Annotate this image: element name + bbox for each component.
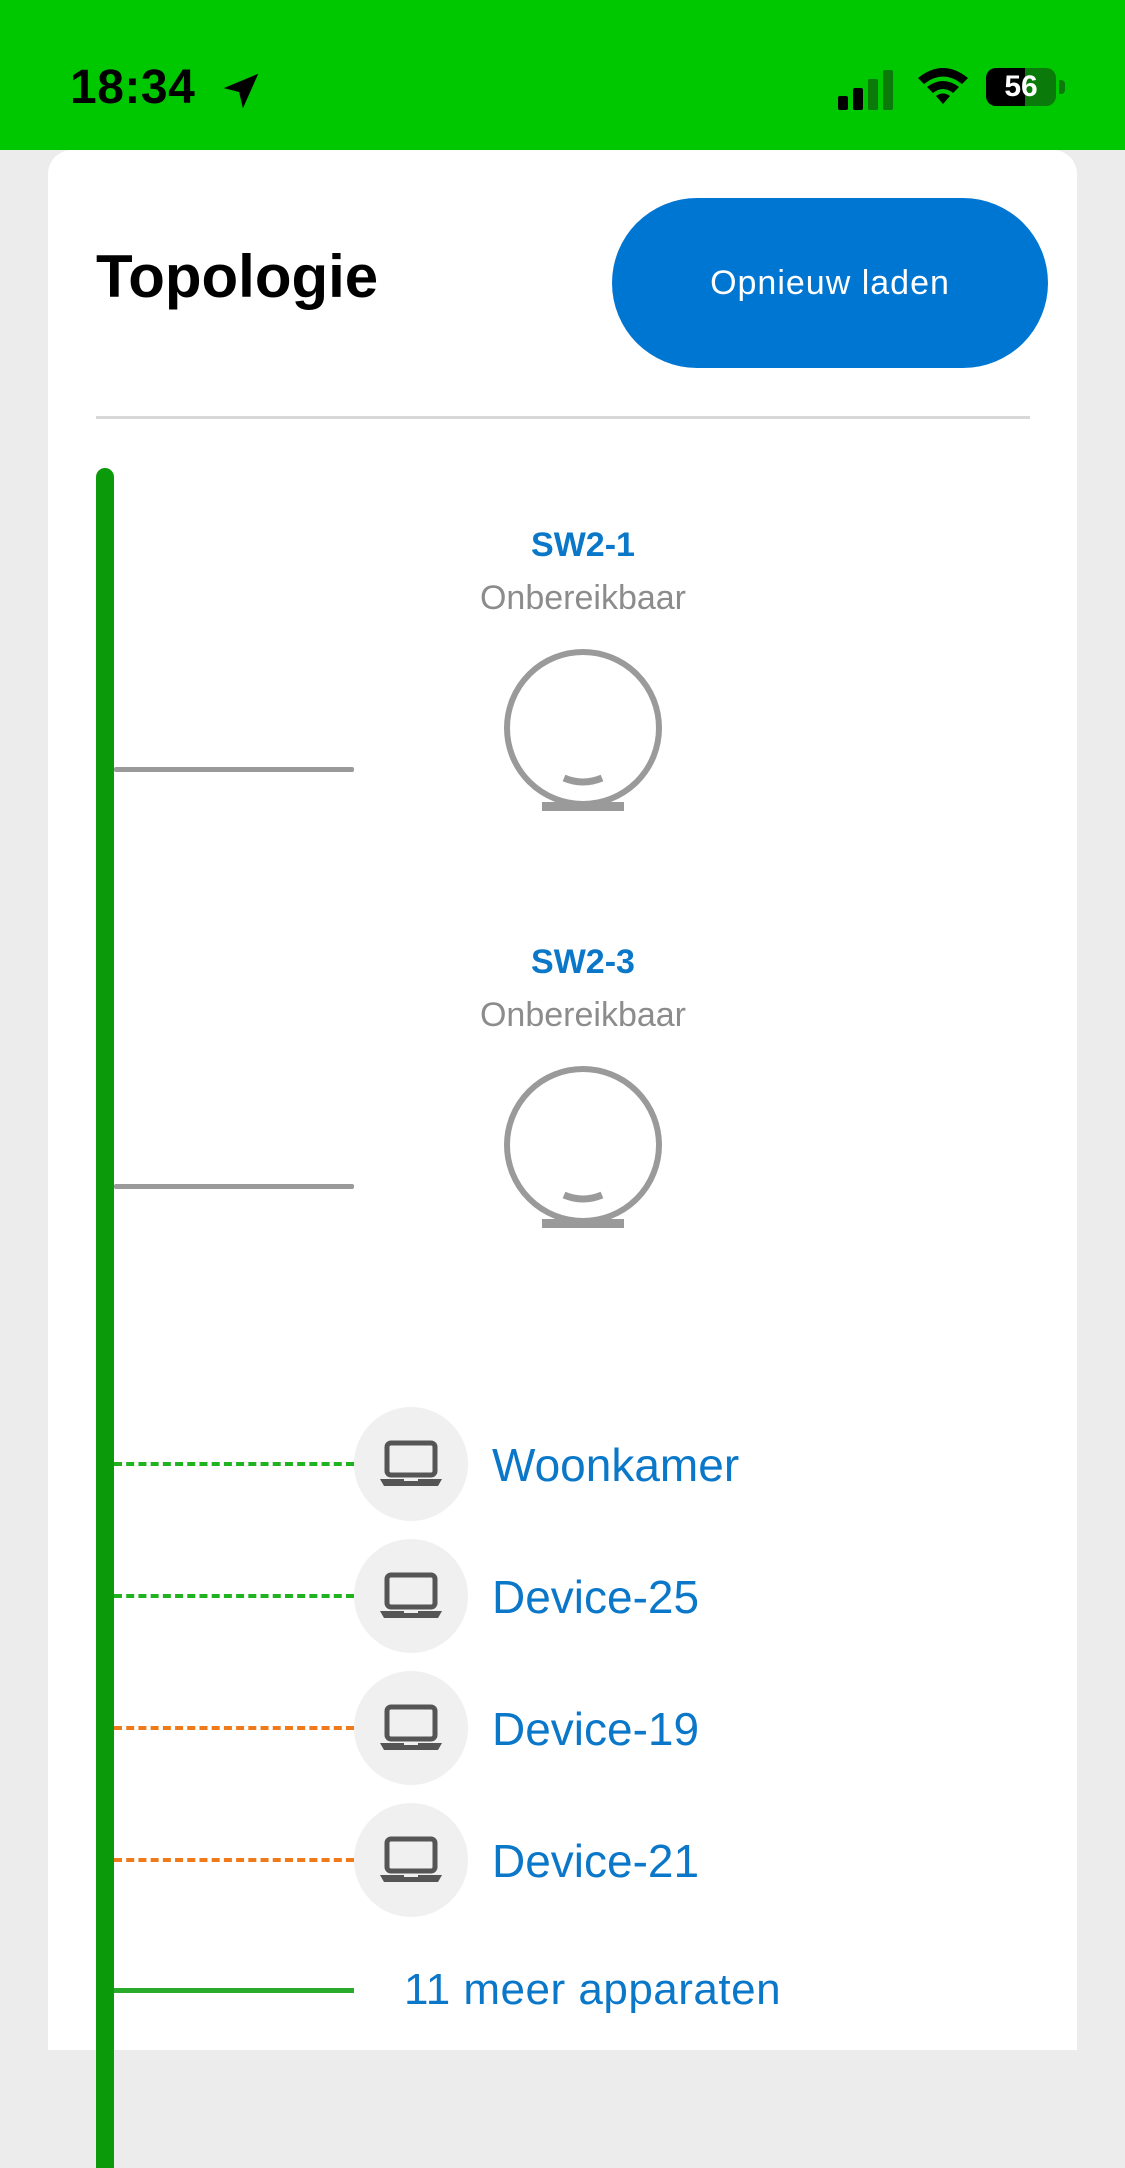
device-link-line <box>114 1858 354 1862</box>
location-arrow-icon <box>223 73 259 109</box>
page-title: Topologie <box>96 243 379 310</box>
access-point-icon <box>504 1066 662 1228</box>
network-trunk-line <box>96 468 114 2168</box>
device-icon-circle[interactable] <box>354 1407 468 1521</box>
node-name: SW2-1 <box>531 526 635 564</box>
device-link-line <box>114 1594 354 1598</box>
device-name-link[interactable]: Device-19 <box>492 1703 700 1755</box>
node-sw2-3[interactable]: SW2-3 Onbereikbaar <box>388 943 778 1243</box>
laptop-icon <box>380 1572 442 1618</box>
device-name-link[interactable]: Device-21 <box>492 1835 700 1887</box>
device-name-link[interactable]: Device-25 <box>492 1571 700 1623</box>
access-point-icon <box>504 649 662 811</box>
status-time: 18:34 <box>70 61 196 114</box>
node-connection-line <box>114 1184 354 1189</box>
battery-percentage: 56 <box>1004 70 1038 103</box>
more-devices-line <box>114 1988 354 1993</box>
device-icon-circle[interactable] <box>354 1671 468 1785</box>
more-devices-link[interactable]: 11 meer apparaten <box>404 1965 782 2014</box>
topology-card: Topologie Opnieuw laden SW2-1 Onbereikba… <box>48 150 1077 2168</box>
laptop-icon <box>380 1836 442 1882</box>
header-divider <box>96 416 1030 419</box>
laptop-icon <box>380 1440 442 1486</box>
device-icon-circle[interactable] <box>354 1803 468 1917</box>
wifi-icon <box>918 68 968 104</box>
device-link-line <box>114 1462 354 1466</box>
device-icon-circle[interactable] <box>354 1539 468 1653</box>
node-connection-line <box>114 767 354 772</box>
cellular-signal-icon <box>838 70 893 110</box>
battery-icon: 56 <box>986 68 1066 106</box>
device-name-link[interactable]: Woonkamer <box>492 1439 740 1491</box>
status-bar: 18:34 56 <box>0 0 1125 150</box>
reload-button[interactable]: Opnieuw laden <box>612 198 1048 368</box>
device-link-line <box>114 1726 354 1730</box>
node-status: Onbereikbaar <box>479 579 686 617</box>
node-sw2-1[interactable]: SW2-1 Onbereikbaar <box>388 526 778 826</box>
node-status: Onbereikbaar <box>479 996 686 1034</box>
laptop-icon <box>380 1704 442 1750</box>
node-name: SW2-3 <box>531 943 635 981</box>
